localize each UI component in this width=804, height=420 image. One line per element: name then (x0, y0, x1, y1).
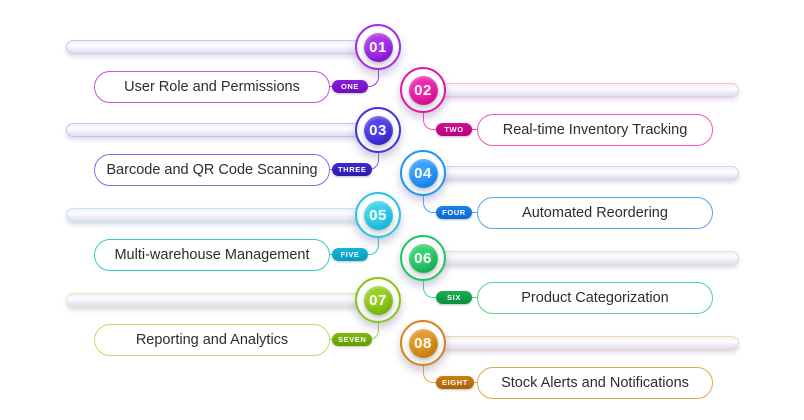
step-circle: 06 (400, 235, 446, 281)
step-badge: ONE (332, 80, 368, 93)
connector-line (423, 363, 477, 383)
step-circle: 03 (355, 107, 401, 153)
step-badge: SIX (436, 291, 472, 304)
step-bar (66, 40, 380, 54)
step-number: 03 (363, 115, 393, 145)
topic-pill: Reporting and Analytics (94, 324, 330, 356)
connector-line (423, 110, 477, 130)
topic-pill: Automated Reordering (477, 197, 713, 229)
connector-line (330, 320, 379, 340)
step-bar (423, 336, 739, 350)
step-number: 07 (363, 285, 393, 315)
step-bar (66, 123, 380, 137)
step-number: 02 (408, 75, 438, 105)
step-badge: FIVE (332, 248, 368, 261)
connector-line (330, 150, 379, 170)
connector-line (330, 67, 379, 87)
step-badge: FOUR (436, 206, 472, 219)
connector-line (423, 193, 477, 213)
step-bar (423, 83, 739, 97)
step-badge: SEVEN (332, 333, 373, 346)
step-number: 06 (408, 243, 438, 273)
step-circle: 08 (400, 320, 446, 366)
connector-line (330, 235, 379, 255)
step-bar (66, 208, 380, 222)
step-bar (66, 293, 380, 307)
topic-pill: Multi-warehouse Management (94, 239, 330, 271)
step-bar (423, 166, 739, 180)
topic-pill: Real-time Inventory Tracking (477, 114, 713, 146)
step-number: 05 (363, 200, 393, 230)
topic-pill: Stock Alerts and Notifications (477, 367, 713, 399)
step-badge: EIGHT (436, 376, 474, 389)
step-circle: 01 (355, 24, 401, 70)
step-badge: THREE (332, 163, 373, 176)
step-bar (423, 251, 739, 265)
step-badge: TWO (436, 123, 472, 136)
step-circle: 04 (400, 150, 446, 196)
step-number: 01 (363, 32, 393, 62)
step-circle: 07 (355, 277, 401, 323)
step-number: 04 (408, 158, 438, 188)
connector-line (423, 278, 477, 298)
step-number: 08 (408, 328, 438, 358)
step-circle: 02 (400, 67, 446, 113)
step-circle: 05 (355, 192, 401, 238)
topic-pill: Barcode and QR Code Scanning (94, 154, 330, 186)
topic-pill: User Role and Permissions (94, 71, 330, 103)
topic-pill: Product Categorization (477, 282, 713, 314)
